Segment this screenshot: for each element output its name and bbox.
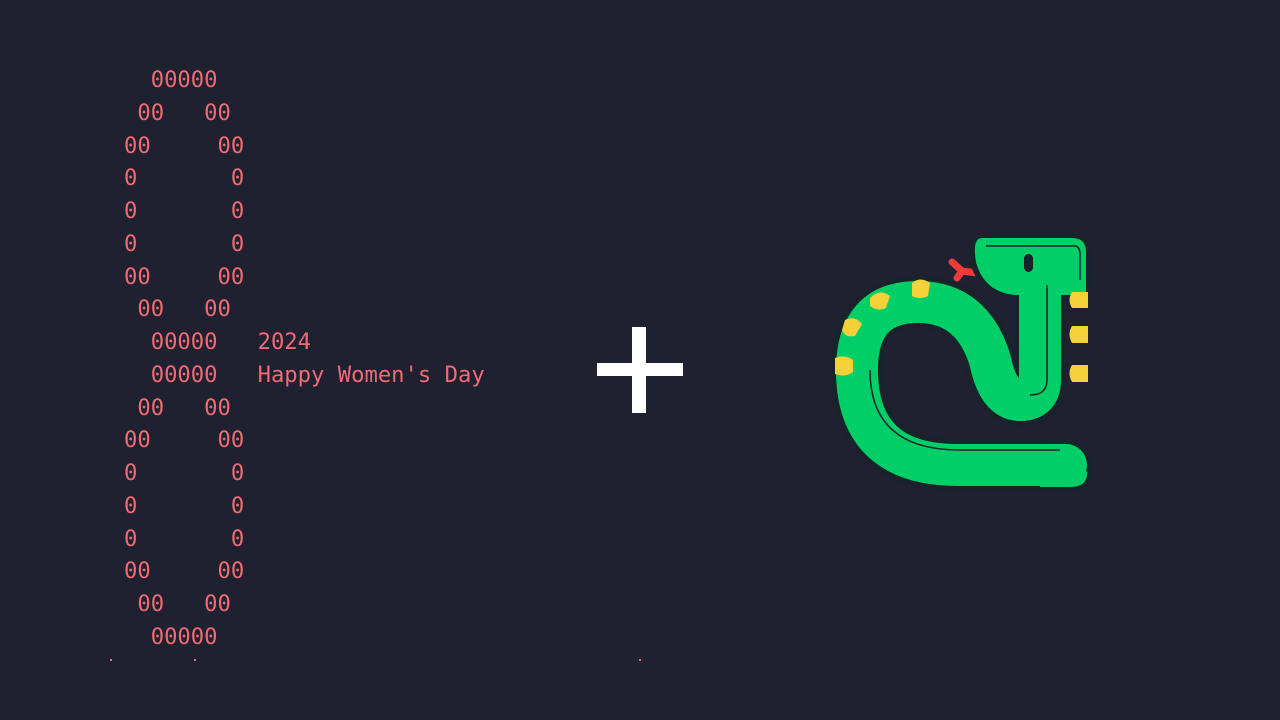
- ascii-line: 00 00: [124, 555, 485, 588]
- snake-spot: [1069, 292, 1088, 308]
- plus-icon-horizontal-bar: [597, 363, 683, 376]
- ascii-art-segment: 0 0: [124, 460, 245, 486]
- ascii-art-segment: 0 0: [124, 198, 245, 224]
- pixel-dot: [194, 659, 196, 661]
- ascii-line: 00 00: [124, 293, 485, 326]
- ascii-line: 00 00: [124, 424, 485, 457]
- ascii-line: 00000: [124, 64, 485, 97]
- ascii-line: 00000: [124, 621, 485, 654]
- ascii-art-segment: 00000: [124, 329, 258, 355]
- snake-inner-contour: [869, 369, 1060, 451]
- ascii-line: 00 00: [124, 261, 485, 294]
- snake-spot: [870, 292, 890, 310]
- snake-spot: [912, 279, 930, 298]
- ascii-line: 0 0: [124, 228, 485, 261]
- ascii-line: 00 00: [124, 588, 485, 621]
- year-caption: 2024: [257, 329, 312, 355]
- ascii-art-segment: 00000: [124, 67, 218, 93]
- ascii-art-segment: 00 00: [124, 99, 231, 126]
- snake-spot: [835, 356, 853, 376]
- ascii-art-segment: 00 00: [124, 394, 231, 421]
- ascii-art-segment: 00 00: [124, 263, 245, 290]
- ascii-line: 00 00: [124, 130, 485, 163]
- ascii-line: 00000 Happy Women's Day: [124, 359, 485, 392]
- ascii-line: 0 0: [124, 523, 485, 556]
- snake-inner-contour: [986, 245, 1081, 280]
- snake-spot: [842, 318, 862, 337]
- ascii-art-segment: 0 0: [124, 525, 245, 552]
- snake-inner-contour: [1029, 285, 1048, 396]
- snake-spot: [1069, 365, 1088, 382]
- snake-eye: [1024, 254, 1033, 272]
- snake-tail: [1040, 446, 1088, 487]
- ascii-art-segment: 00000: [124, 623, 218, 650]
- ascii-line: 0 0: [124, 195, 485, 228]
- ascii-line: 00 00: [124, 392, 485, 425]
- ascii-line: 0 0: [124, 162, 485, 195]
- plus-icon: [597, 327, 683, 413]
- ascii-line: 0 0: [124, 457, 485, 490]
- ascii-art-segment: 00000: [124, 361, 258, 388]
- ascii-art-segment: 0 0: [124, 492, 245, 519]
- ascii-art-segment: 00 00: [124, 296, 231, 323]
- ascii-art-segment: 0 0: [124, 230, 245, 257]
- ascii-line: 0 0: [124, 490, 485, 523]
- ascii-art-block: 00000 00 00 00 00 0 0 0 0 0 0 00 00 00 00 000…: [124, 64, 485, 654]
- ascii-art-segment: 0 0: [124, 165, 245, 192]
- greeting-caption: Happy Women's Day: [257, 361, 485, 388]
- snake-body: [836, 254, 1087, 486]
- snake-spot: [1069, 326, 1088, 343]
- ascii-line: 00000 2024: [124, 326, 485, 359]
- pixel-dot: [639, 659, 641, 661]
- ascii-art-segment: 00 00: [124, 591, 231, 617]
- ascii-art-segment: 00 00: [124, 132, 245, 159]
- ascii-art-segment: 00 00: [124, 427, 245, 454]
- ascii-art-segment: 00 00: [124, 558, 245, 585]
- pixel-dot: [110, 659, 112, 661]
- ascii-line: 00 00: [124, 97, 485, 130]
- snake-icon: [831, 233, 1093, 492]
